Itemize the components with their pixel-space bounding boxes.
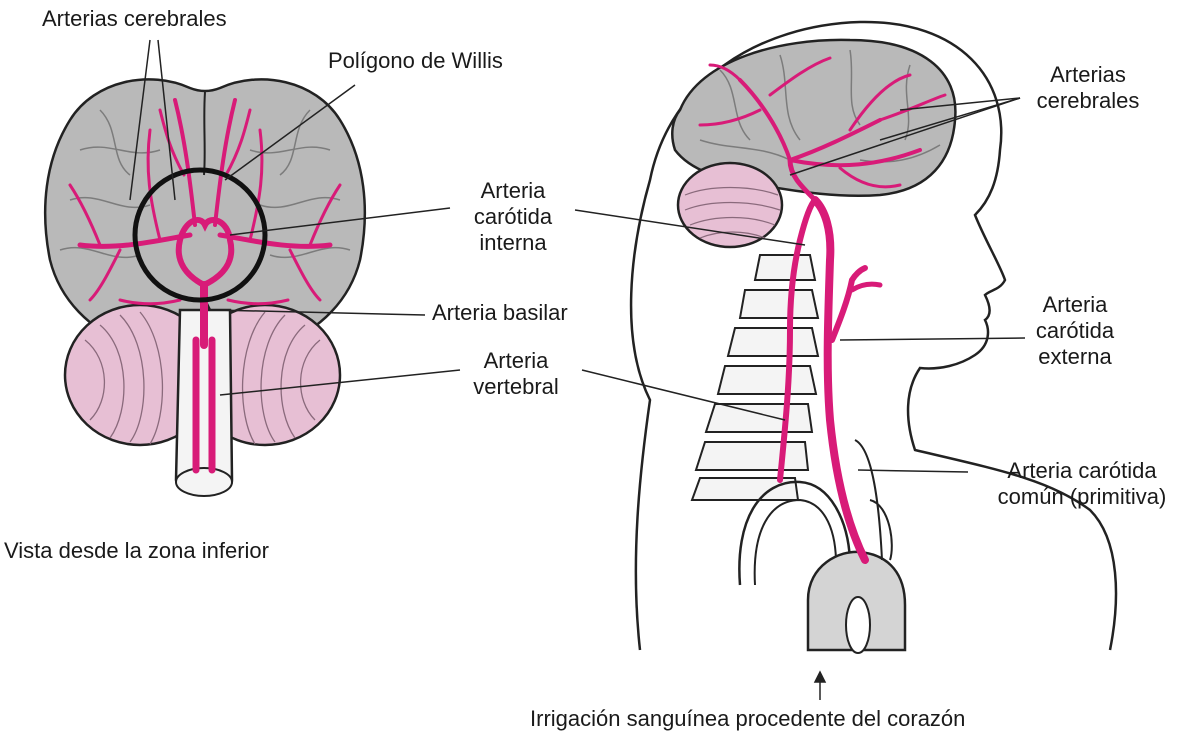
label-common-carotid: Arteria carótida común (primitiva) [972, 458, 1192, 510]
caption-blood-supply: Irrigación sanguínea procedente del cora… [530, 706, 965, 732]
inferior-brain-view [45, 40, 460, 496]
label-external-carotid: Arteria carótida externa [1020, 292, 1130, 370]
label-circle-of-willis: Polígono de Willis [328, 48, 503, 74]
label-vertebral-artery: Arteria vertebral [456, 348, 576, 400]
label-basilar-artery: Arteria basilar [432, 300, 568, 326]
label-internal-carotid: Arteria carótida interna [458, 178, 568, 256]
label-left-cerebral-arteries: Arterias cerebrales [42, 6, 227, 32]
aorta-lumen [846, 597, 870, 653]
label-right-cerebral-arteries: Arterias cerebrales [1018, 62, 1158, 114]
longitudinal-fissure [204, 92, 205, 175]
lateral-cerebellum [678, 163, 782, 247]
spinal-cord-section [176, 468, 232, 496]
caption-inferior-view: Vista desde la zona inferior [4, 538, 269, 564]
